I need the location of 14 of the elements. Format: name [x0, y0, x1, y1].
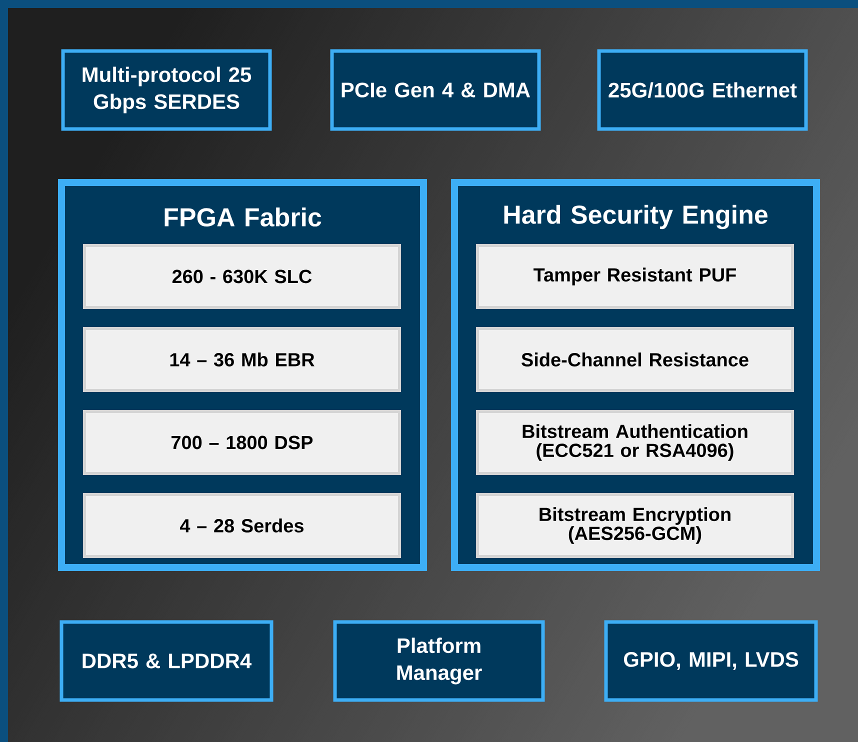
feature-box: Bitstream Encryption (AES256-GCM)	[476, 493, 794, 558]
interface-box: PCIe Gen 4 & DMA	[330, 49, 541, 131]
feature-box: Tamper Resistant PUF	[476, 244, 794, 309]
interface-box: DDR5 & LPDDR4	[60, 620, 274, 702]
interface-box: Multi-protocol 25 Gbps SERDES	[61, 49, 272, 131]
feature-box: 260 - 630K SLC	[83, 244, 401, 309]
feature-box: 14 – 36 Mb EBR	[83, 327, 401, 392]
feature-box: 4 – 28 Serdes	[83, 493, 401, 558]
interface-box: 25G/100G Ethernet	[597, 49, 808, 131]
feature-box: Side-Channel Resistance	[476, 327, 794, 392]
feature-box: 700 – 1800 DSP	[83, 410, 401, 475]
interface-box: Platform Manager	[333, 620, 545, 702]
feature-box: Bitstream Authentication (ECC521 or RSA4096)	[476, 410, 794, 475]
interface-box: GPIO, MIPI, LVDS	[604, 620, 818, 702]
